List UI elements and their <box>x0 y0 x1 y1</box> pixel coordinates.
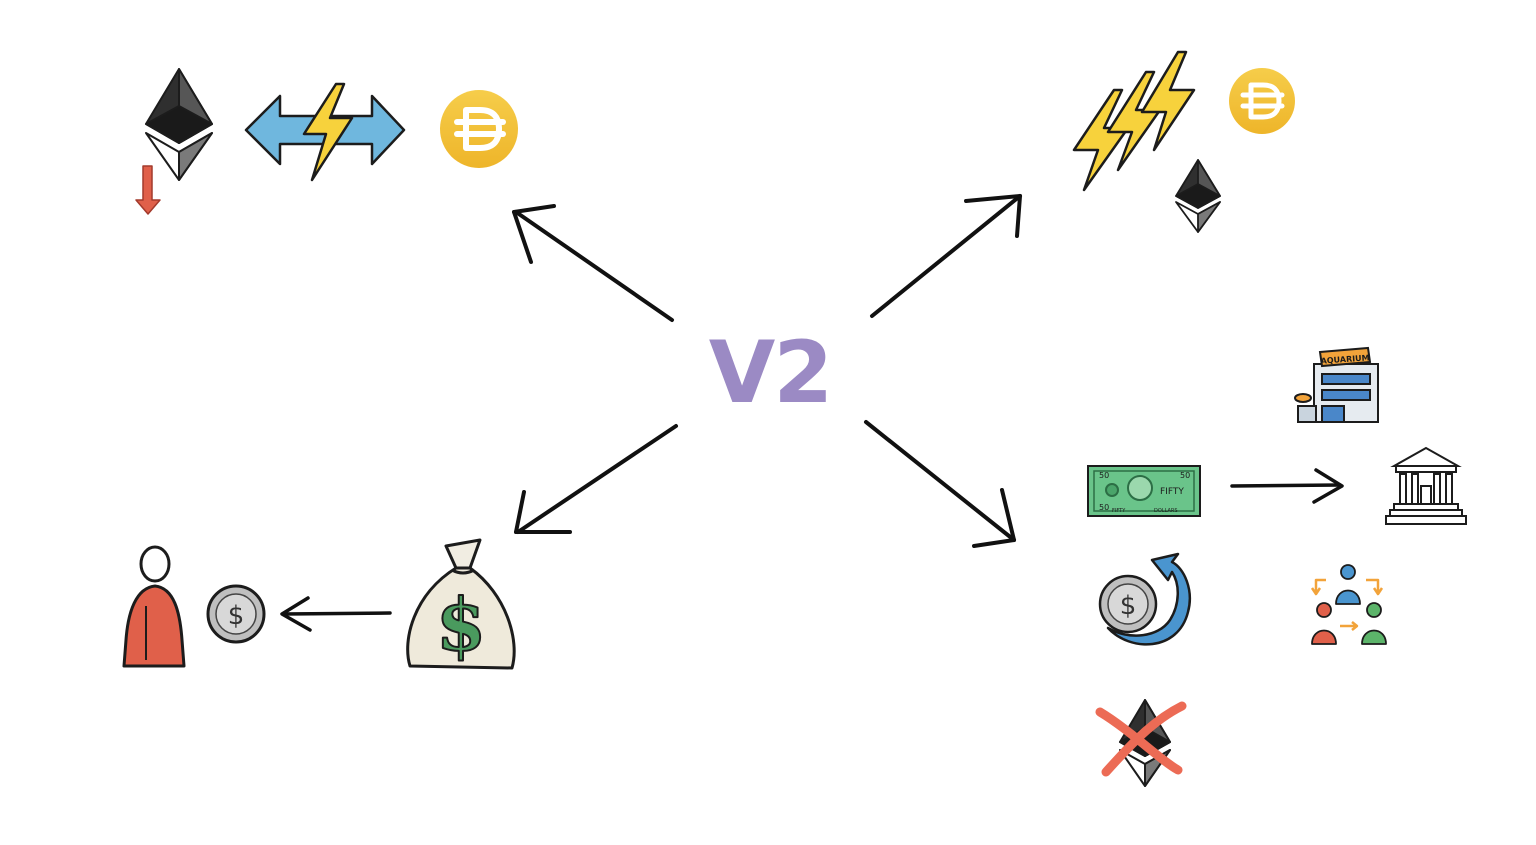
banknote-denomination-tr: 50 <box>1180 471 1190 480</box>
arrow-note-to-bank <box>1230 468 1344 504</box>
dai-coin-icon-small <box>1229 68 1295 134</box>
flash-swap-icon <box>244 82 406 182</box>
recurring-coin-icon: $ <box>1098 552 1191 646</box>
arrow-bottom-left <box>514 424 678 534</box>
arrow-top-right <box>870 194 1022 318</box>
community-exchange-icon <box>1310 564 1387 645</box>
banknote-bottom-left: FIFTY <box>1112 508 1126 514</box>
coin-icon: $ <box>206 584 266 644</box>
ethereum-icon-small <box>1175 159 1221 233</box>
v2-title: V2 <box>708 323 833 423</box>
arrow-bottom-right <box>864 420 1016 548</box>
arrow-bag-to-coin <box>280 596 392 632</box>
price-down-arrow-icon <box>135 165 161 215</box>
dai-coin-icon <box>440 90 518 168</box>
banknote-bottom-right: DOLLARS <box>1154 508 1178 514</box>
arrow-top-left <box>512 204 674 322</box>
banknote-denomination-tl: 50 <box>1099 471 1109 480</box>
banknote-icon: 50 50 50 FIFTY FIFTY DOLLARS <box>1087 465 1201 517</box>
cancel-cross-icon <box>1095 701 1187 777</box>
bank-icon <box>1385 446 1467 525</box>
triple-lightning-icon <box>1072 50 1196 192</box>
ethereum-icon <box>145 68 213 181</box>
money-bag-icon: $ <box>406 538 516 670</box>
coin-symbol: $ <box>228 601 245 631</box>
aquarium-building-icon: AQUARIUM <box>1294 346 1379 423</box>
recurring-coin-symbol: $ <box>1120 591 1137 621</box>
banknote-word: FIFTY <box>1160 487 1184 497</box>
person-icon <box>122 545 186 668</box>
money-bag-symbol: $ <box>436 582 486 667</box>
banknote-denomination-bl: 50 <box>1099 503 1109 512</box>
building-sign-text: AQUARIUM <box>1320 353 1370 365</box>
